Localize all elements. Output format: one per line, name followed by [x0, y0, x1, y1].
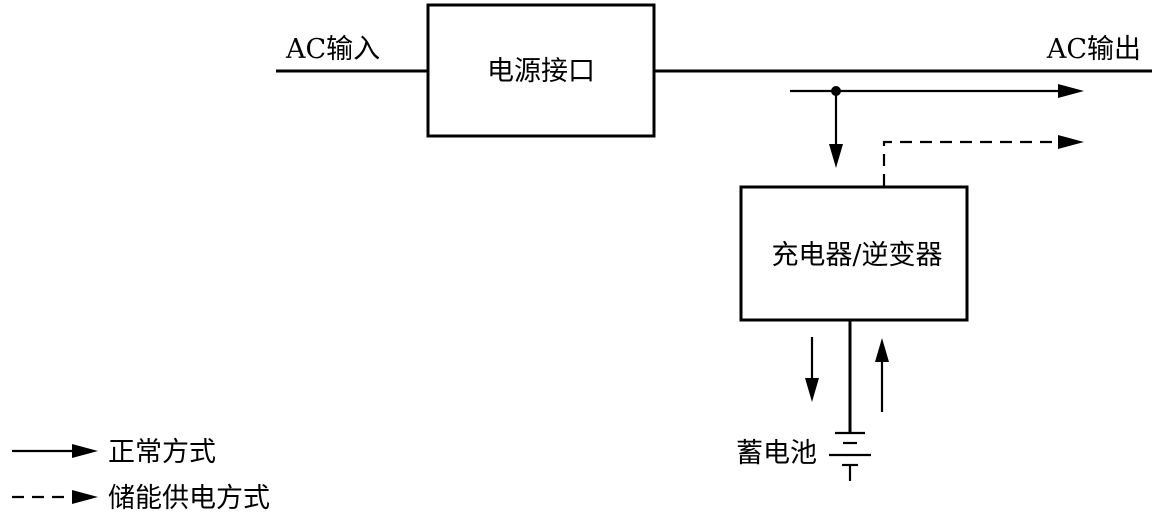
charger-input-arrowhead [829, 144, 843, 168]
charger-inverter-box [739, 185, 969, 322]
ac-output-label: AC输出 [1046, 34, 1141, 65]
power-interface-label: 电源接口 [487, 56, 595, 87]
ac-input-label: AC输入 [285, 34, 380, 65]
discharge-arrowhead [875, 338, 889, 362]
storage-output-dashed-line [882, 140, 1064, 186]
charger-inverter-label: 充电器/逆变器 [771, 240, 942, 271]
legend-storage-label: 储能供电方式 [108, 483, 270, 514]
charge-arrowhead [805, 378, 819, 402]
battery-label: 蓄电池 [736, 438, 817, 469]
legend-normal-arrowhead [72, 444, 98, 458]
legend-normal-label: 正常方式 [108, 437, 216, 468]
normal-output-arrowhead [1058, 84, 1084, 98]
legend-storage-arrowhead [72, 490, 98, 504]
battery-symbol [829, 431, 871, 481]
storage-output-arrowhead [1058, 135, 1084, 149]
